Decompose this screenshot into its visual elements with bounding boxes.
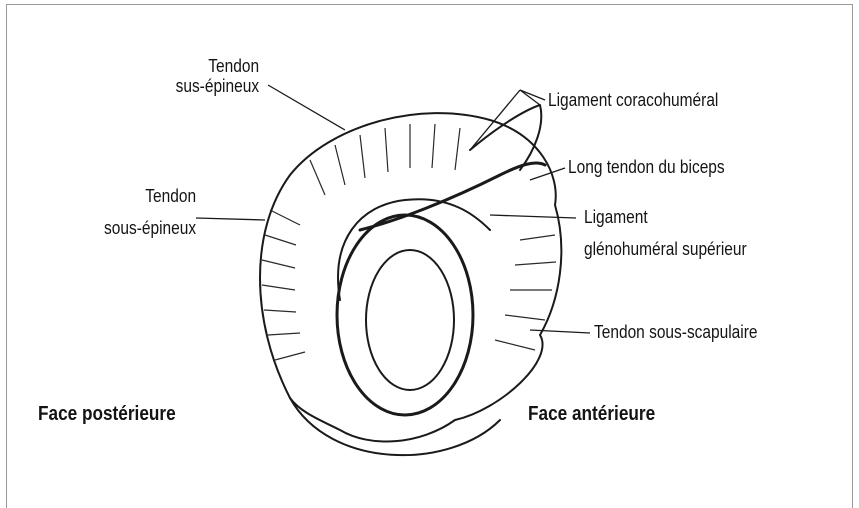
label-ligament-coracohumeral: Ligament coracohuméral <box>548 90 718 111</box>
biceps-tendon <box>360 163 545 230</box>
label-sus-epineux-line2: sus-épineux <box>176 76 259 97</box>
label-sous-epineux-line1: Tendon <box>145 186 196 207</box>
label-face-anterieure: Face antérieure <box>528 404 655 425</box>
rotator-cuff-outline <box>260 113 561 441</box>
glenoid-inner <box>366 250 454 390</box>
label-sous-epineux-line2: sous-épineux <box>104 218 196 239</box>
label-ligament-glenohumeral-line2: glénohuméral supérieur <box>584 239 747 260</box>
label-tendon-sous-scapulaire: Tendon sous-scapulaire <box>594 322 758 343</box>
humeral-base <box>290 398 500 455</box>
label-long-tendon-biceps: Long tendon du biceps <box>568 157 725 178</box>
leader-lines <box>196 85 590 333</box>
label-sus-epineux-line1: Tendon <box>208 56 259 77</box>
label-ligament-glenohumeral-line1: Ligament <box>584 207 648 228</box>
glenoid-ring <box>337 215 473 415</box>
label-face-posterieure: Face postérieure <box>38 404 176 425</box>
